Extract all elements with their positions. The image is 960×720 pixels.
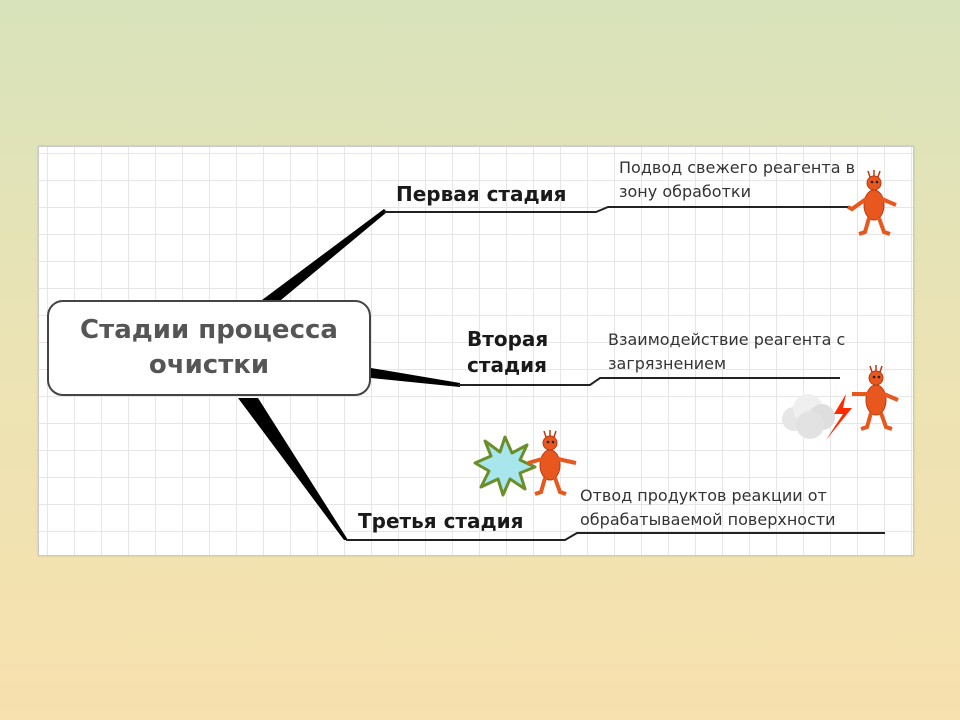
stage-third-label-text: Третья стадия [358, 509, 524, 533]
stage-second-label: Вторая стадия [467, 326, 548, 378]
mindmap-panel [38, 146, 914, 556]
branch-first [262, 209, 387, 300]
stage-first-desc-line2: зону обработки [619, 182, 751, 201]
branch-second [371, 368, 460, 387]
stage-second-label-line1: Вторая [467, 327, 549, 351]
underline-second [458, 377, 840, 386]
stage-third-description: Отвод продуктов реакции от обрабатываемо… [580, 484, 836, 532]
figure-icon [847, 170, 897, 236]
starburst-icon [473, 435, 537, 497]
stage-third-desc-line2: обрабатываемой поверхности [580, 510, 836, 529]
central-topic-line2: очистки [148, 350, 270, 380]
stage-second-label-line2: стадия [467, 353, 547, 377]
figure-icon [527, 430, 577, 496]
stage-third-label: Третья стадия [358, 508, 524, 534]
central-topic-line1: Стадии процесса [80, 314, 338, 345]
stage-third-desc-line1: Отвод продуктов реакции от [580, 486, 827, 505]
stage-first-label-text: Первая стадия [396, 182, 567, 206]
stage-first-label: Первая стадия [396, 181, 567, 207]
stage-second-desc-line2: загрязнением [608, 354, 727, 373]
branch-third [238, 398, 348, 540]
central-topic: Стадии процесса очистки [47, 300, 371, 396]
underline-first [384, 206, 850, 213]
stage-first-desc-line1: Подвод свежего реагента в [619, 158, 856, 177]
underline-third [346, 532, 885, 541]
stage-first-description: Подвод свежего реагента в зону обработки [619, 156, 855, 204]
cloud-icon [782, 394, 835, 439]
stage-second-description: Взаимодействие реагента с загрязнением [608, 328, 845, 376]
stage-second-desc-line1: Взаимодействие реагента с [608, 330, 846, 349]
figure-icon [852, 365, 899, 431]
